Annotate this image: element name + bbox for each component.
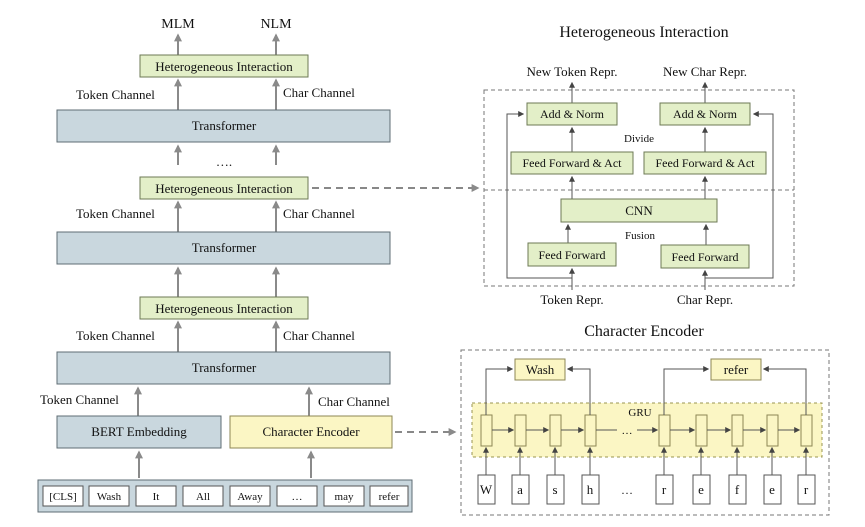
gru-cell <box>800 414 813 447</box>
token-box-wash <box>88 485 130 507</box>
transformer-label-top: Transformer <box>192 118 257 133</box>
transformer-block-low <box>56 351 391 385</box>
hi-block-low-label: Heterogeneous Interaction <box>155 301 293 316</box>
add-norm-char-label: Add & Norm <box>673 107 738 121</box>
feed-forward-token-label: Feed Forward <box>539 248 606 262</box>
cnn-label: CNN <box>625 203 653 218</box>
gru-cell <box>584 414 597 447</box>
ce-detail-panel: Character Encoder GRU … Wash refer <box>460 323 830 516</box>
token-away: Away <box>237 491 263 503</box>
feed-forward-token <box>527 242 617 267</box>
transformer-block-mid <box>56 231 391 265</box>
char-r2: r <box>804 482 809 497</box>
token-it: It <box>153 491 160 503</box>
hi-panel-title: Heterogeneous Interaction <box>559 24 728 41</box>
gru-cell <box>695 414 708 447</box>
word-refer-label: refer <box>724 362 749 377</box>
word-wash-box <box>514 358 566 381</box>
feed-forward-char <box>660 244 750 269</box>
hi-block-low <box>139 296 309 320</box>
char-r1: r <box>662 482 667 497</box>
token-all: All <box>196 491 210 503</box>
hi-block-mid <box>139 176 309 200</box>
char-repr-label: Char Repr. <box>677 292 733 307</box>
token-may: may <box>335 491 354 503</box>
gru-cell <box>658 414 671 447</box>
char-s: s <box>552 482 557 497</box>
ff-act-token-label: Feed Forward & Act <box>523 156 623 170</box>
char-inputs: W a s h … r e f e r <box>477 474 816 505</box>
char-e1: e <box>698 482 704 497</box>
feed-forward-char-label: Feed Forward <box>672 250 739 264</box>
gru-dots: … <box>622 425 633 437</box>
char-a: a <box>517 482 523 497</box>
char-dots: … <box>621 483 633 497</box>
gru-cell <box>766 414 779 447</box>
char-channel-label-3: Char Channel <box>283 328 355 343</box>
ellipsis-label: …. <box>216 154 232 169</box>
character-encoder-label: Character Encoder <box>262 424 360 439</box>
fusion-label: Fusion <box>625 230 655 242</box>
token-channel-label-1: Token Channel <box>76 87 155 102</box>
add-norm-token-label: Add & Norm <box>540 107 605 121</box>
token-channel-label-3: Token Channel <box>76 328 155 343</box>
ff-act-char <box>643 151 767 175</box>
token-channel-label-2: Token Channel <box>76 206 155 221</box>
bert-embedding-label: BERT Embedding <box>91 424 187 439</box>
gru-cell <box>514 414 527 447</box>
hi-block-mid-label: Heterogeneous Interaction <box>155 181 293 196</box>
char-f: f <box>735 482 740 497</box>
cnn-block <box>560 198 718 223</box>
word-refer-box <box>710 358 762 381</box>
gru-label: GRU <box>628 407 651 419</box>
token-list: [CLS] Wash It All Away … may refer <box>42 485 409 507</box>
transformer-label-mid: Transformer <box>192 240 257 255</box>
new-char-repr-label: New Char Repr. <box>663 64 747 79</box>
bert-embedding-block <box>56 415 222 449</box>
hi-block-top <box>139 54 309 78</box>
token-box-away <box>229 485 271 507</box>
token-refer: refer <box>379 491 400 503</box>
token-cls: [CLS] <box>49 491 77 503</box>
hi-detail-panel: Heterogeneous Interaction New Token Repr… <box>483 24 795 307</box>
gru-cell <box>549 414 562 447</box>
hi-panel-frame <box>483 89 795 287</box>
token-box-cls <box>42 485 84 507</box>
token-ellipsis: … <box>292 491 303 503</box>
add-norm-char <box>659 102 751 126</box>
nlm-output-label: NLM <box>260 17 292 32</box>
transformer-block-top <box>56 109 391 143</box>
token-box-all <box>182 485 224 507</box>
token-box-it <box>135 485 177 507</box>
divide-label: Divide <box>624 133 654 145</box>
token-box-refer <box>369 485 409 507</box>
new-token-repr-label: New Token Repr. <box>527 64 618 79</box>
char-h: h <box>587 482 594 497</box>
gru-cell <box>480 414 493 447</box>
word-wash-label: Wash <box>526 362 555 377</box>
left-architecture: MLM NLM Heterogeneous Interaction Token … <box>37 17 480 513</box>
ff-act-token <box>510 151 634 175</box>
transformer-label-low: Transformer <box>192 360 257 375</box>
char-e2: e <box>769 482 775 497</box>
char-channel-label-1: Char Channel <box>283 85 355 100</box>
token-channel-label-4: Token Channel <box>40 392 119 407</box>
token-box-may <box>323 485 365 507</box>
character-encoder-block <box>229 415 393 449</box>
ce-panel-frame <box>460 349 830 516</box>
char-w: W <box>480 482 493 497</box>
token-wash: Wash <box>97 491 122 503</box>
hi-block-top-label: Heterogeneous Interaction <box>155 59 293 74</box>
char-channel-label-2: Char Channel <box>283 206 355 221</box>
ff-act-char-label: Feed Forward & Act <box>656 156 756 170</box>
char-channel-label-4: Char Channel <box>318 394 390 409</box>
gru-cell <box>731 414 744 447</box>
mlm-output-label: MLM <box>161 17 195 32</box>
ce-panel-title: Character Encoder <box>584 323 704 340</box>
token-box-ellipsis <box>276 485 318 507</box>
add-norm-token <box>526 102 618 126</box>
token-repr-label: Token Repr. <box>540 292 603 307</box>
